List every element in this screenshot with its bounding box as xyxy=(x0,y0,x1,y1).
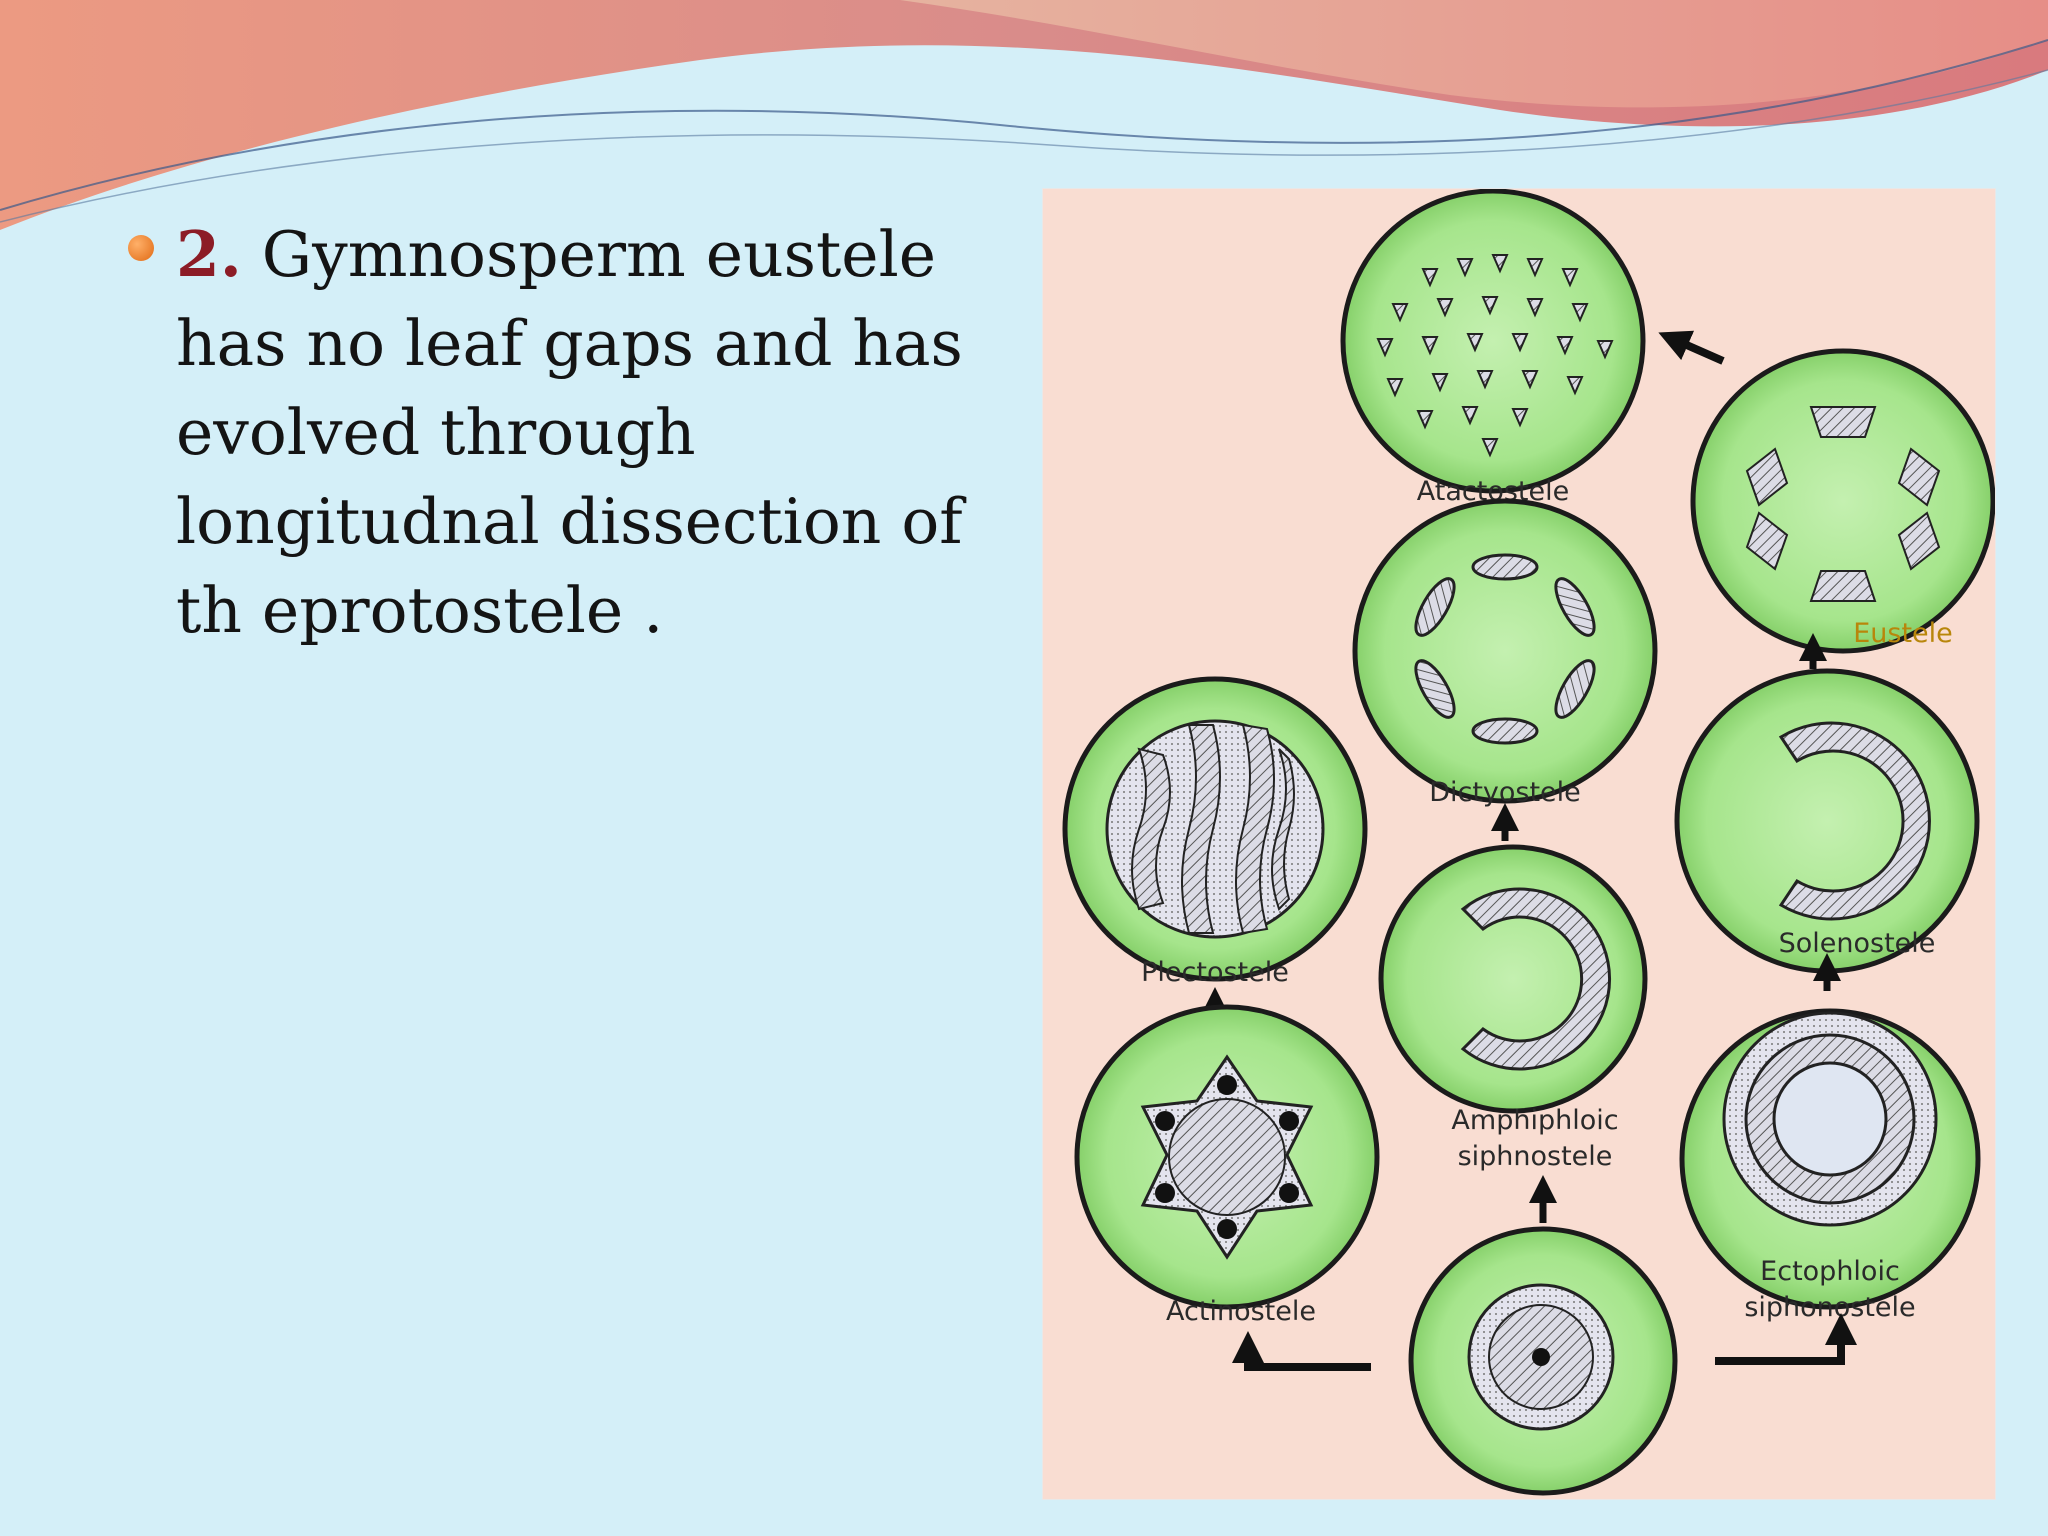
label-ectophloic-1: Ectophloic xyxy=(1760,1256,1900,1287)
bullet-icon xyxy=(128,235,154,261)
label-dictyostele: Dictyostele xyxy=(1429,777,1581,808)
ectophloic-pith xyxy=(1772,1061,1888,1177)
amphiphloic-siphonostele-disc: Amphiphloic siphnostele xyxy=(1378,844,1648,1223)
arrow-to-atactostele xyxy=(1658,330,1725,365)
amphiphloic-ring xyxy=(1460,887,1612,1071)
eustele-bundles xyxy=(1745,406,1941,602)
protostele-disc xyxy=(1408,1226,1678,1496)
plectostele-disc: Plectostele xyxy=(1062,676,1368,1031)
header-wave-decoration xyxy=(0,0,2048,230)
arrow-to-actinostele xyxy=(1232,1331,1371,1371)
ectophloic-siphonostele-disc: Ectophloic siphonostele xyxy=(1679,1008,1981,1323)
label-actinostele: Actinostele xyxy=(1166,1296,1316,1327)
dictyostele-disc: Dictyostele xyxy=(1352,498,1658,841)
label-plectostele: Plectostele xyxy=(1141,957,1289,988)
bullet-body: Gymnosperm eustele has no leaf gaps and … xyxy=(176,218,963,647)
bullet-item: 2. Gymnosperm eustele has no leaf gaps a… xyxy=(128,210,1028,655)
plectostele-plates xyxy=(1131,723,1295,935)
label-solenostele: Solenostele xyxy=(1779,928,1936,959)
stele-diagram: Atactostele Eustele xyxy=(1062,189,1995,1496)
bullet-number: 2. xyxy=(176,217,242,291)
atactostele-disc: Atactostele xyxy=(1340,189,1646,507)
solenostele-ring xyxy=(1778,721,1931,921)
dictyostele-meristeles xyxy=(1414,553,1596,745)
label-eustele: Eustele xyxy=(1853,618,1953,649)
label-ectophloic-2: siphonostele xyxy=(1744,1292,1915,1323)
solenostele-disc: Solenostele xyxy=(1674,668,1980,991)
actinostele-disc: Actinostele xyxy=(1074,1004,1380,1327)
eustele-disc: Eustele xyxy=(1690,348,1995,669)
label-amphiphloic-1: Amphiphloic xyxy=(1451,1105,1618,1136)
stele-evolution-figure: Atactostele Eustele xyxy=(1042,188,1996,1500)
bullet-text: 2. Gymnosperm eustele has no leaf gaps a… xyxy=(176,210,1028,655)
scattered-bundles xyxy=(1376,254,1614,458)
actinostele-xylem xyxy=(1168,1098,1286,1216)
arrow-to-ectophloic xyxy=(1715,1313,1857,1365)
label-amphiphloic-2: siphnostele xyxy=(1458,1141,1613,1172)
